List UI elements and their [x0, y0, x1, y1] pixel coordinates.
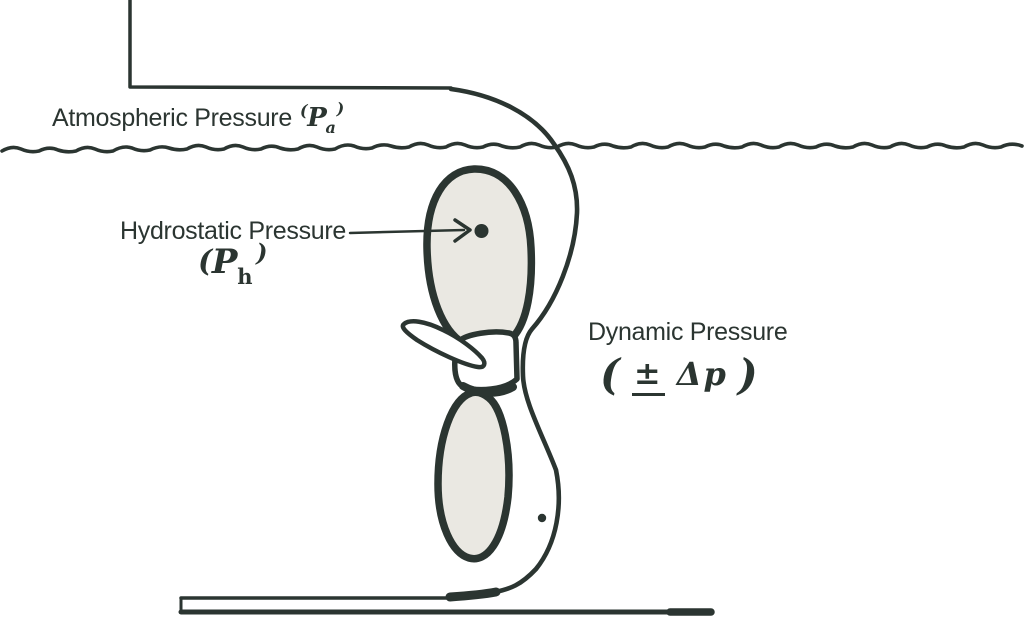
hydrostatic-pressure-label: Hydrostatic Pressure	[120, 217, 346, 246]
turbine-side-blade	[400, 319, 487, 370]
atmospheric-pressure-symbol: (Pa)	[299, 99, 344, 137]
atmospheric-pressure-text: Atmospheric Pressure	[52, 104, 292, 132]
turbine-upper-blade	[423, 165, 536, 352]
dynamic-pressure-label: Dynamic Pressure	[588, 318, 788, 347]
outline-seabed-merge	[445, 587, 501, 602]
hydrostatic-pressure-symbol: (Ph)	[198, 238, 268, 289]
pointer-arrow-line	[348, 228, 466, 235]
surface-structure-line	[128, 0, 453, 90]
turbine-lower-blade	[434, 388, 513, 563]
turbine-hub-bottom-stroke	[459, 382, 517, 397]
pointer-arrow-head	[453, 218, 472, 243]
atmospheric-pressure-label: Atmospheric Pressure(Pa)	[52, 99, 344, 137]
dynamic-pressure-text: Dynamic Pressure	[588, 318, 788, 346]
support-outline-curve	[448, 86, 580, 595]
body-dot	[537, 513, 547, 523]
hydrostatic-pressure-text: Hydrostatic Pressure	[120, 217, 347, 245]
water-surface-line	[0, 141, 1024, 154]
measurement-point-dot	[474, 224, 489, 238]
dynamic-pressure-symbol: (±Δp)	[600, 350, 760, 399]
